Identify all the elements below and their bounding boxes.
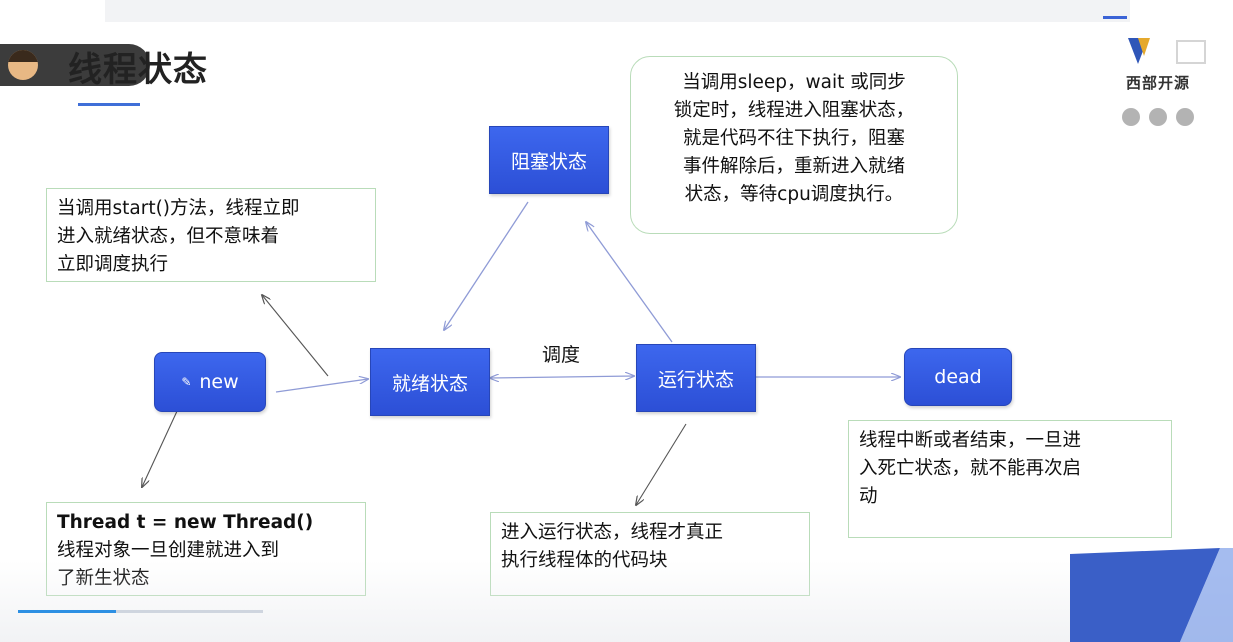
state-dead-label: dead: [934, 366, 982, 388]
state-running: 运行状态: [636, 344, 756, 412]
note-running: 进入运行状态，线程才真正 执行线程体的代码块: [490, 512, 810, 596]
note-line: 了新生状态: [57, 568, 150, 589]
state-new: ✎ new: [154, 352, 266, 412]
note-line: 事件解除后，重新进入就绪: [682, 156, 905, 177]
state-dead: dead: [904, 348, 1012, 406]
state-running-label: 运行状态: [657, 368, 734, 391]
note-line: 进入运行状态，线程才真正: [501, 522, 724, 543]
note-line: 就是代码不往下执行，阻塞: [682, 128, 905, 149]
note-line: 进入就绪状态，但不意味着: [57, 226, 280, 247]
state-ready-label: 就绪状态: [391, 372, 468, 395]
state-blocked-label: 阻塞状态: [510, 150, 587, 173]
title-underline: [78, 103, 140, 106]
note-line: 线程对象一旦创建就进入到: [57, 540, 280, 561]
edge-blocked-to-ready: [444, 201, 529, 330]
note-line: 立即调度执行: [57, 254, 169, 275]
corner-decoration: [1070, 548, 1233, 642]
note-line: 当调用sleep，wait 或同步: [682, 72, 906, 93]
state-blocked: 阻塞状态: [489, 126, 609, 194]
note-line: 执行线程体的代码块: [501, 550, 668, 571]
chat-bubble-icon: [1176, 40, 1206, 64]
note-line: 线程中断或者结束，一旦进: [859, 430, 1082, 451]
state-ready: 就绪状态: [370, 348, 490, 416]
slide-dot[interactable]: [1122, 108, 1140, 126]
edge-new-to-ready: [275, 379, 368, 393]
edge-ready-running: [490, 376, 634, 378]
note-dead: 线程中断或者结束，一旦进 入死亡状态，就不能再次启 动: [848, 420, 1172, 538]
state-new-label: new: [199, 371, 239, 393]
pointer-running-note: [636, 423, 687, 505]
slide-dot[interactable]: [1149, 108, 1167, 126]
edge-label-schedule: 调度: [542, 344, 581, 366]
note-blocked: 当调用sleep，wait 或同步 锁定时，线程进入阻塞状态， 就是代码不往下执…: [630, 56, 958, 234]
top-bar: [105, 0, 1130, 22]
slide-dot[interactable]: [1176, 108, 1194, 126]
note-new: Thread t = new Thread() 线程对象一旦创建就进入到 了新生…: [46, 502, 366, 596]
top-bar-accent: [1103, 16, 1127, 19]
note-line: 动: [859, 486, 878, 507]
page-title: 线程状态: [68, 50, 208, 90]
avatar: [8, 50, 38, 80]
pencil-icon: ✎: [181, 375, 192, 389]
note-line: 锁定时，线程进入阻塞状态，: [673, 100, 915, 121]
brand-name: 西部开源: [1126, 74, 1191, 92]
brand-logo-accent-icon: [1138, 38, 1150, 56]
note-line: 入死亡状态，就不能再次启: [859, 458, 1082, 479]
note-code-line: Thread t = new Thread(): [57, 512, 314, 533]
note-line: 当调用start()方法，线程立即: [57, 198, 300, 219]
edge-running-to-blocked: [586, 222, 673, 343]
note-ready: 当调用start()方法，线程立即 进入就绪状态，但不意味着 立即调度执行: [46, 188, 376, 282]
video-progress-track[interactable]: [18, 610, 263, 613]
video-progress-fill: [18, 610, 116, 613]
pointer-ready-note: [262, 295, 329, 377]
note-line: 状态，等待cpu调度执行。: [684, 184, 904, 205]
